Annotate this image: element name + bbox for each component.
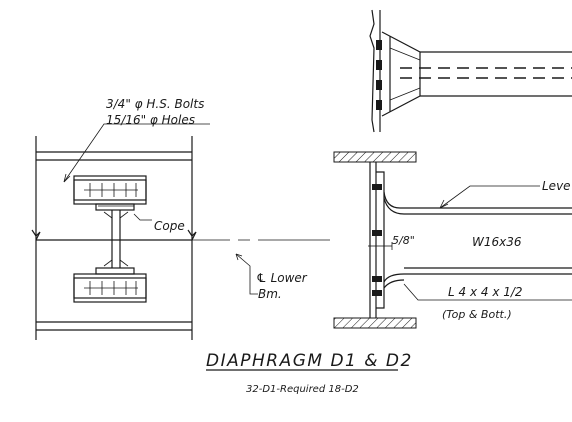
holes-label: 15/16" φ Holes: [106, 113, 195, 127]
diagram-title: DIAPHRAGM D1 & D2: [206, 351, 413, 371]
centerline-leader: [192, 239, 330, 295]
angle-label: L 4 x 4 x 1/2: [448, 285, 523, 299]
centerline-label: ℄ Lower: [256, 271, 308, 285]
bolts-label: 3/4" φ H.S. Bolts: [106, 97, 204, 111]
diaphragm-elevation: [31, 123, 210, 340]
level-label: Leve: [542, 179, 571, 193]
cope-label: Cope: [154, 219, 185, 233]
beam-label: W16x36: [472, 235, 522, 249]
centerline-label-2: Bm.: [258, 287, 282, 301]
gap-label: 5/8": [392, 234, 415, 247]
section-view: [333, 151, 572, 329]
plan-view-beam-end: [369, 9, 572, 133]
diagram-subtitle: 32-D1-Required 18-D2: [246, 384, 359, 395]
angle-note-label: (Top & Bott.): [442, 308, 512, 321]
